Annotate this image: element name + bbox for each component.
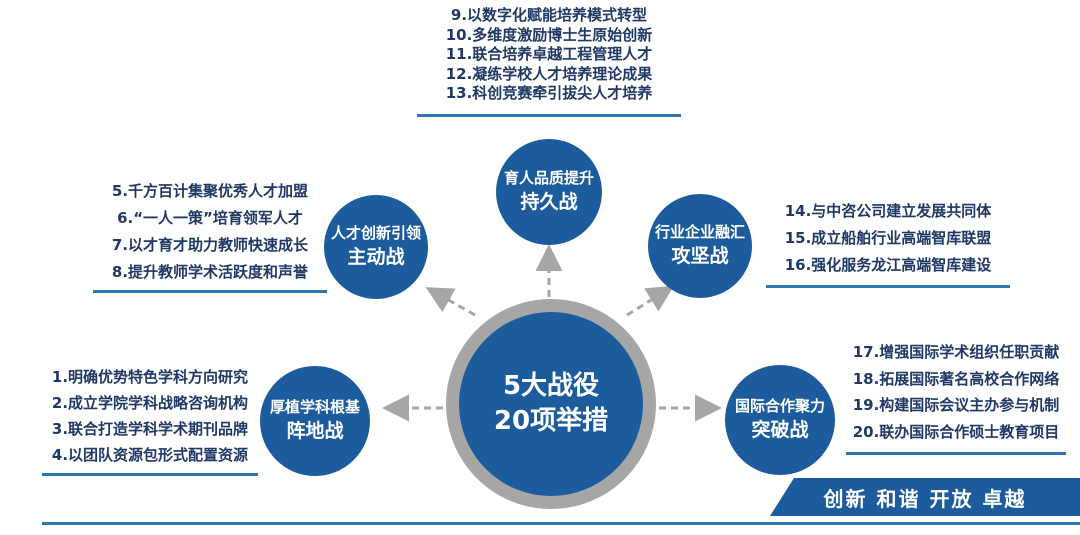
measure-item: 13.科创竞赛牵引拔尖人才培养 [445, 84, 653, 102]
central-hub-circle: 5大战役 20项举措 [446, 299, 656, 509]
measure-item: 7.以才育才助力教师快速成长 [111, 236, 309, 254]
measure-list-upper-right: 14.与中咨公司建立发展共同体 15.成立船舶行业高端智库联盟 16.强化服务龙… [766, 198, 1010, 288]
measure-item: 19.构建国际会议主办参与机制 [852, 396, 1060, 414]
arrow-to-upper-right [626, 285, 675, 317]
battle-circle-lower-right: 国际合作聚力 突破战 [725, 365, 835, 475]
battle-subtitle: 主动战 [347, 245, 405, 268]
central-hub-line2: 20项举措 [493, 406, 609, 436]
measure-item: 18.拓展国际著名高校合作网络 [852, 369, 1060, 388]
measure-list-upper-left: 5.千方百计集聚优秀人才加盟 6.“一人一策”培育领军人才 7.以才育才助力教师… [93, 178, 327, 293]
divider-line [766, 285, 1010, 288]
measure-item: 8.提升教师学术活跃度和声誉 [111, 263, 309, 281]
measure-item: 2.成立学院学科战略咨询机构 [51, 394, 249, 412]
battle-title: 国际合作聚力 [734, 397, 825, 416]
battle-subtitle: 阵地战 [286, 419, 344, 442]
measure-item: 15.成立船舶行业高端智库联盟 [784, 229, 992, 247]
measure-item: 14.与中咨公司建立发展共同体 [784, 202, 992, 220]
measure-item: 11.联合培养卓越工程管理人才 [445, 45, 653, 63]
central-hub-line1: 5大战役 [502, 370, 600, 401]
battle-circle-upper-left: 人才创新引领 主动战 [324, 195, 428, 299]
measure-item: 10.多维度激励博士生原始创新 [445, 25, 653, 44]
divider-line [417, 113, 681, 117]
slogan-banner: 创新 和谐 开放 卓越 [770, 478, 1080, 516]
battle-title: 行业企业融汇 [654, 223, 745, 242]
divider-line [42, 473, 258, 476]
divider-line [93, 290, 327, 293]
measure-item: 5.千方百计集聚优秀人才加盟 [111, 182, 309, 200]
battle-circle-top: 育人品质提升 持久战 [496, 139, 602, 245]
divider-line [846, 452, 1066, 455]
measure-item: 12.凝练学校人才培养理论成果 [445, 64, 653, 83]
measure-item: 16.强化服务龙江高端智库建设 [784, 256, 992, 274]
measure-list-lower-left: 1.明确优势特色学科方向研究 2.成立学院学科战略咨询机构 3.联合打造学科学术… [42, 364, 258, 476]
measure-item: 20.联办国际合作硕士教育项目 [852, 422, 1060, 441]
slogan-text: 创新 和谐 开放 卓越 [823, 486, 1027, 511]
battle-circle-lower-left: 厚植学科根基 阵地战 [260, 366, 370, 476]
arrow-to-upper-left [425, 287, 476, 317]
measure-list-lower-right: 17.增强国际学术组织任职贡献 18.拓展国际著名高校合作网络 19.构建国际会… [846, 339, 1066, 455]
bottom-divider-line [42, 522, 1080, 525]
battle-circle-upper-right: 行业企业融汇 攻坚战 [648, 194, 752, 298]
battle-title: 人才创新引领 [330, 224, 421, 243]
measure-item: 6.“一人一策”培育领军人才 [117, 209, 303, 227]
battle-subtitle: 持久战 [520, 190, 578, 213]
measure-item: 3.联合打造学科学术期刊品牌 [51, 420, 249, 438]
measure-item: 4.以团队资源包形式配置资源 [51, 446, 249, 464]
measure-item: 1.明确优势特色学科方向研究 [51, 368, 249, 386]
battle-subtitle: 突破战 [751, 418, 809, 441]
battle-subtitle: 攻坚战 [671, 244, 729, 267]
measure-list-top: 9.以数字化赋能培养模式转型 10.多维度激励博士生原始创新 11.联合培养卓越… [417, 6, 681, 117]
battle-title: 育人品质提升 [503, 169, 594, 188]
battle-title: 厚植学科根基 [269, 398, 360, 417]
measure-item: 9.以数字化赋能培养模式转型 [450, 6, 648, 24]
measure-item: 17.增强国际学术组织任职贡献 [852, 343, 1060, 361]
